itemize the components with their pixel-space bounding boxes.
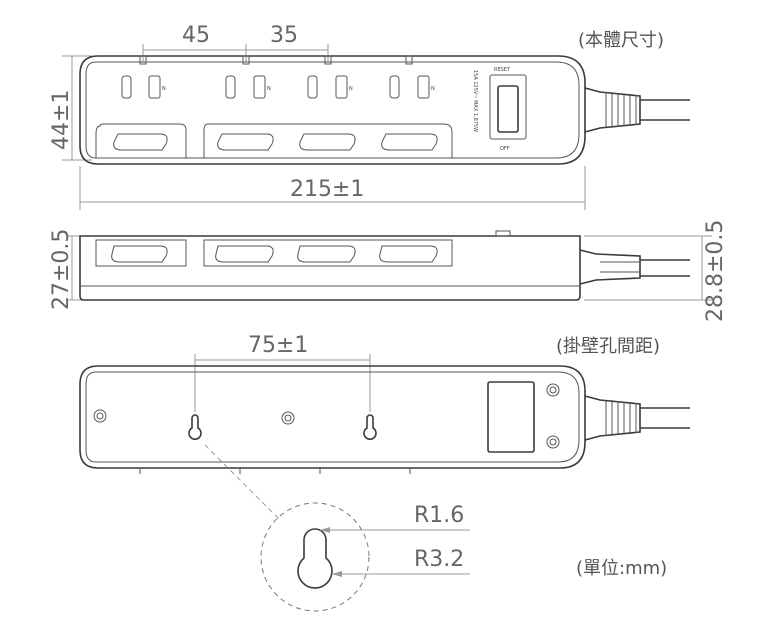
dim-r3-2-label: R3.2 (414, 547, 464, 572)
svg-text:N: N (267, 86, 271, 92)
detail-leader (204, 444, 281, 521)
side-height-28: 28.8±0.5 (584, 220, 728, 322)
hole-spacing-dimension: 75±1 (194, 333, 371, 412)
outlet-group: N N N N (121, 75, 435, 99)
detail-circle (260, 502, 370, 612)
bottom-body-outline (79, 365, 586, 469)
bottom-feet (139, 468, 411, 474)
top-view: 45 35 44±1 N (49, 23, 690, 210)
side-wells (95, 239, 453, 267)
dim-27-label: 27±0.5 (49, 229, 74, 310)
side-body-outline (79, 235, 581, 301)
top-height-dimension: 44±1 (49, 55, 92, 161)
keyhole-slots (188, 414, 377, 440)
screw-holes (93, 383, 560, 449)
outlet-2: N (225, 75, 271, 99)
caption-hole-spacing: (掛壁孔間距) (556, 336, 660, 357)
radius-small-callout: R1.6 (320, 503, 470, 533)
dim-44-label: 44±1 (49, 90, 74, 150)
svg-text:N: N (162, 86, 166, 92)
dim-r1-6-label: R1.6 (414, 503, 464, 528)
top-spacing-dimensions: 45 35 (142, 23, 329, 62)
radius-large-callout: R3.2 (332, 547, 470, 577)
top-cable (584, 87, 690, 133)
detail-keyhole (297, 528, 333, 589)
outlet-4: N (389, 75, 435, 99)
dim-45-label: 45 (182, 23, 210, 48)
off-label: OFF (500, 146, 510, 152)
side-height-27: 27±0.5 (49, 229, 92, 310)
svg-text:N: N (431, 86, 435, 92)
label-plate (487, 381, 535, 453)
rocker-switches (113, 133, 438, 151)
bottom-cable (584, 395, 690, 441)
top-body-outline (79, 55, 586, 165)
caption-unit: (單位:mm) (576, 558, 667, 579)
top-tabs (139, 55, 413, 65)
dim-75-label: 75±1 (248, 333, 308, 358)
side-view: 27±0.5 28.8±0.5 (49, 220, 728, 322)
top-length-dimension: 215±1 (79, 166, 586, 210)
switch-wells (95, 123, 453, 159)
svg-text:N: N (349, 86, 353, 92)
caption-body-size: (本體尺寸) (578, 30, 664, 51)
dim-215-label: 215±1 (290, 177, 364, 202)
rating-label: 15A 125V~ MAX 1,875W (472, 70, 478, 132)
keyhole-detail: R1.6 R3.2 (單位:mm) (204, 444, 667, 612)
dim-35-label: 35 (270, 23, 298, 48)
reset-label: RESET (494, 67, 511, 73)
outlet-1: N (121, 75, 166, 99)
dim-28-8-label: 28.8±0.5 (703, 220, 728, 322)
master-switch: RESET OFF 15A 125V~ MAX 1,875W (472, 67, 527, 152)
outlet-3: N (307, 75, 353, 99)
side-cable (579, 249, 690, 285)
bottom-view: 75±1 (掛壁孔間距) (79, 333, 690, 474)
